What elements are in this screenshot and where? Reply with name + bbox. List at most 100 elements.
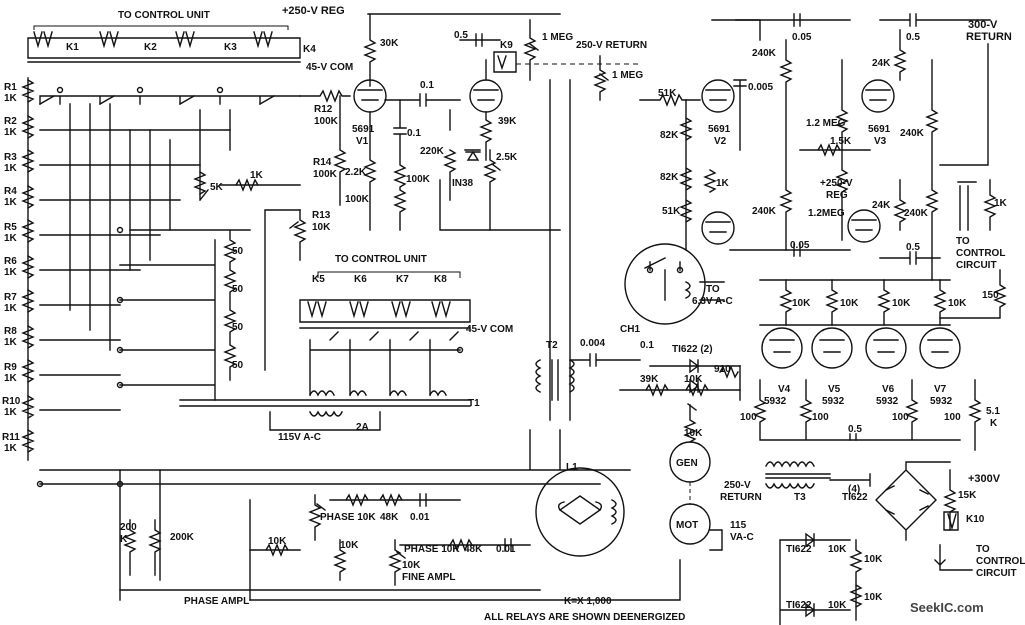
resistor-10k-b: 10K	[684, 374, 703, 385]
chopper-ch1-label: CH1	[620, 324, 640, 335]
inductor-l1: L1	[566, 462, 578, 473]
tube-v4-type: 5932	[764, 396, 787, 407]
label-phase-10k-b: PHASE 10K	[404, 544, 460, 555]
t2-demod: T2 0.004 TI622 (2) 0.1 39K 10K 910 10K	[535, 338, 741, 443]
resistor-24k-b: 24K	[872, 200, 891, 211]
resistor-100-c: 100	[892, 412, 909, 423]
resistor-1k-right: 1K	[994, 198, 1008, 209]
pot-1meg-a: 1 MEG	[542, 32, 573, 43]
capacitor-0-005: 0.005	[748, 82, 773, 93]
tube-v1-type: 5691	[352, 124, 375, 135]
tube-v7: V7	[934, 384, 947, 395]
tube-v7-type: 5932	[930, 396, 953, 407]
capacitor-0-1-a: 0.1	[420, 80, 434, 91]
label-115vac-mot-b: VA-C	[730, 532, 754, 543]
resistor-100-a: 100	[740, 412, 757, 423]
label-k-equals: K=X 1,000	[564, 596, 612, 607]
resistor-2-2k: 2.2K	[345, 167, 367, 178]
resistor-30k: 30K	[380, 38, 399, 49]
pot-1meg-b: 1 MEG	[612, 70, 643, 81]
gen-motor: GEN MOT 115 VA-C 250-V RETURN	[669, 441, 762, 551]
label-to-control-unit-top: TO CONTROL UNIT	[118, 10, 210, 21]
resistor-100k-b: 100K	[345, 194, 370, 205]
resistor-220k: 220K	[420, 146, 445, 157]
label-plus250v-reg-mid: +250-V	[820, 178, 853, 189]
relay-contact-matrix: 5K 1K	[39, 86, 301, 411]
label-to-control-circuit-bottom-c: CIRCUIT	[976, 568, 1017, 579]
capacitor-0-5-r2: 0.5	[906, 242, 920, 253]
capacitor-0-1-ti: 0.1	[640, 340, 654, 351]
diode-ti622-d: TI622	[786, 600, 812, 611]
tube-v6-type: 5932	[876, 396, 899, 407]
resistor-100-d: 100	[944, 412, 961, 423]
resistor-r1: R1	[4, 82, 17, 93]
tube-v2: V2	[714, 136, 727, 147]
label-to-6-3vac-b: 6.3V A-C	[692, 296, 733, 307]
resistor-r11-value: 1K	[4, 443, 18, 454]
label-250v-return-top: 250-V RETURN	[576, 40, 647, 51]
tube-v5-type: 5932	[822, 396, 845, 407]
relay-coils-k1-k4	[33, 31, 273, 49]
resistor-50-c: 50	[232, 322, 244, 333]
resistor-50-d: 50	[232, 360, 244, 371]
l1-phase-amp: L1 200 K 200K 10K PHASE 10K 48K 0.01 10K…	[36, 429, 685, 623]
v2-stage: 51K 5691 V2 82K 82K 51K 1K 0.005	[639, 19, 773, 251]
label-phase-10k-a: PHASE 10K	[320, 512, 376, 523]
resistor-r7-value: 1K	[4, 303, 18, 314]
resistor-5-1k-v-b: K	[990, 418, 998, 429]
resistor-10k-fine: 10K	[402, 560, 421, 571]
resistor-r10-value: 1K	[4, 407, 18, 418]
resistor-r11: R11	[2, 432, 20, 443]
resistor-200k-a: 200	[120, 522, 137, 533]
transformer-t1: T1	[468, 398, 480, 409]
label-45v-com-mid: 45-V COM	[466, 324, 513, 335]
tube-v3-type: 5691	[868, 124, 891, 135]
transformer-t2: T2	[546, 340, 558, 351]
capacitor-0-004: 0.004	[580, 338, 605, 349]
resistor-r14: R14	[313, 157, 332, 168]
resistor-r13: R13	[312, 210, 331, 221]
resistor-10k-e: 10K	[828, 600, 847, 611]
pot-2-5k: 2.5K	[496, 152, 518, 163]
resistor-200k-b: 200K	[170, 532, 195, 543]
label-250v-return-bottom: 250-V	[724, 480, 751, 491]
label-to-control-circuit-right-b: CONTROL	[956, 248, 1005, 259]
resistor-48k-b: 48K	[464, 544, 483, 555]
relay-bank-mid: TO CONTROL UNIT K5 K6 K7 K8 45-V COM T1 …	[179, 254, 513, 443]
resistor-r14-value: 100K	[313, 169, 338, 180]
relay-label-k6: K6	[354, 274, 367, 285]
diode-ti622-2: TI622 (2)	[672, 344, 713, 355]
capacitor-0-5-v: 0.5	[848, 424, 862, 435]
resistor-240k-c: 240K	[900, 128, 925, 139]
label-to-control-unit-mid: TO CONTROL UNIT	[335, 254, 427, 265]
tube-v5: V5	[828, 384, 841, 395]
resistor-1k-mid: 1K	[250, 170, 264, 181]
resistor-200k-a-b: K	[120, 534, 128, 545]
relay-bank-top: TO CONTROL UNIT K1 K2 K3 K4 45-V COM	[27, 10, 353, 73]
v3-stage: 0.05 240K 240K 0.05 1.2 MEG 1.5K +250-V …	[711, 13, 1012, 319]
resistor-48k-a: 48K	[380, 512, 399, 523]
resistors-r12-r14: R12 100K R14 100K R13 10K	[264, 89, 351, 371]
resistor-10k-f: 10K	[864, 592, 883, 603]
label-115v-ac-t1: 115V A-C	[278, 432, 321, 443]
t3-rectifier: T3 (4) TI622 15K K10 TO CONTROL CIRCUIT …	[765, 461, 1025, 625]
capacitor-0-5-top: 0.5	[454, 30, 468, 41]
label-to-control-circuit-right-c: CIRCUIT	[956, 260, 997, 271]
resistor-r8-value: 1K	[4, 337, 18, 348]
label-to-control-circuit-bottom: TO	[976, 544, 990, 555]
label-to-control-circuit-bottom-b: CONTROL	[976, 556, 1025, 567]
diode-in38: IN38	[452, 178, 474, 189]
resistor-1-2meg-b: 1.2MEG	[808, 208, 845, 219]
resistor-150: 150	[982, 290, 999, 301]
resistor-240k-d: 240K	[904, 208, 929, 219]
capacitor-0-5-r1: 0.5	[906, 32, 920, 43]
resistor-1k-v2: 1K	[716, 178, 730, 189]
resistor-10k-v4: 10K	[792, 298, 811, 309]
resistor-r2-value: 1K	[4, 127, 18, 138]
resistor-r12: R12	[314, 104, 333, 115]
resistor-r9-value: 1K	[4, 373, 18, 384]
resistor-r7: R7	[4, 292, 17, 303]
resistor-r10: R10	[2, 396, 21, 407]
tube-v6: V6	[882, 384, 895, 395]
relay-label-k8: K8	[434, 274, 447, 285]
